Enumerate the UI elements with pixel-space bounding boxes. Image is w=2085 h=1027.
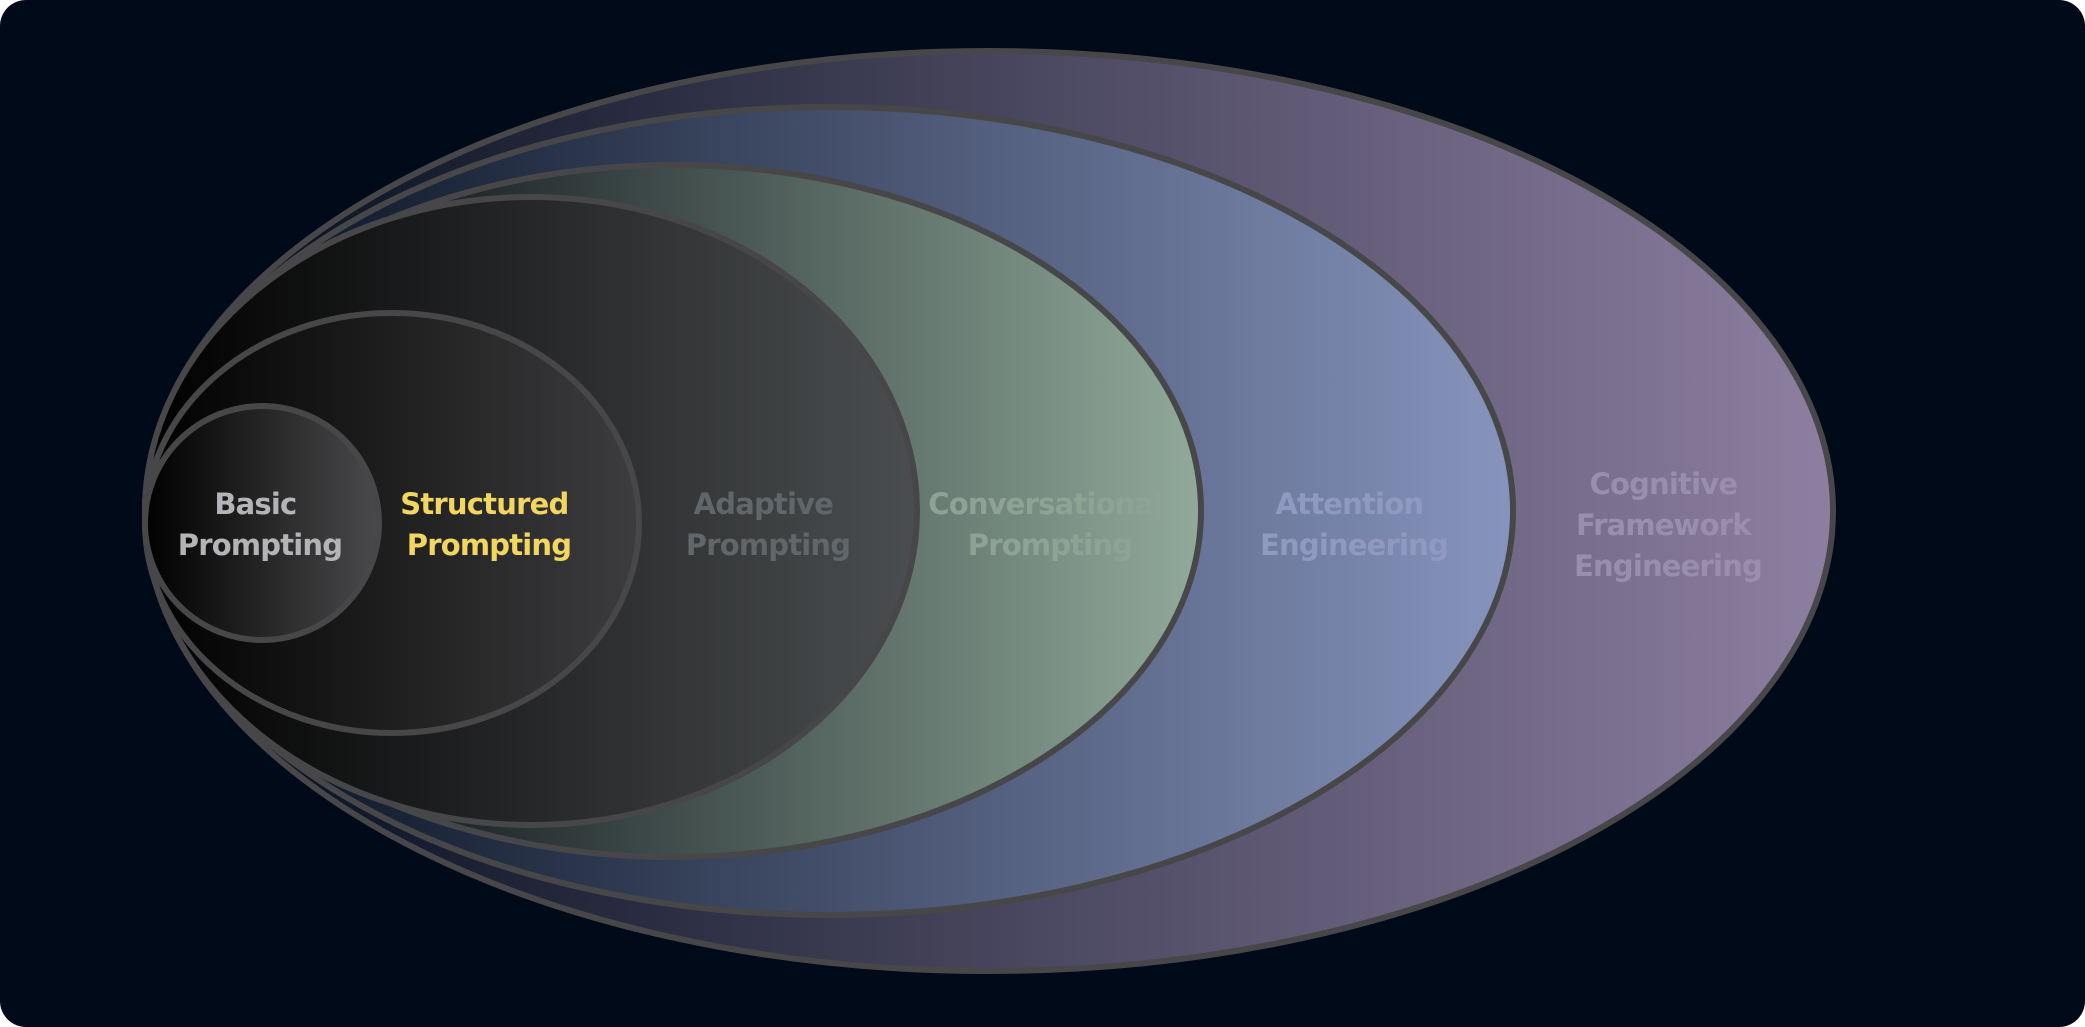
cognitive-framework-engineering-label: Cognitive Framework Engineering (1574, 467, 1762, 583)
basic-prompting-ring (142, 403, 382, 643)
cognitive-label-line-1: Cognitive (1589, 467, 1737, 501)
adaptive-label-line-1: Adaptive (694, 487, 834, 521)
layer-labels: Basic Prompting Structured Prompting Ada… (178, 467, 1763, 583)
basic-label-line-2: Prompting (178, 528, 342, 562)
conversational-label-line-1: Conversational (928, 487, 1162, 521)
structured-label-line-2: Prompting (407, 528, 571, 562)
cognitive-label-line-3: Engineering (1574, 549, 1762, 583)
basic-label-line-1: Basic (214, 487, 296, 521)
basic-prompting-label: Basic Prompting (178, 487, 342, 562)
conversational-prompting-label: Conversational Prompting (928, 487, 1172, 562)
attention-engineering-label: Attention Engineering (1260, 487, 1448, 562)
attention-label-line-1: Attention (1276, 487, 1424, 521)
adaptive-label-line-2: Prompting (686, 528, 850, 562)
structured-prompting-label: Structured Prompting (400, 487, 577, 562)
layer-rings (142, 48, 1836, 974)
conversational-label-line-2: Prompting (968, 528, 1132, 562)
attention-label-line-2: Engineering (1260, 528, 1448, 562)
adaptive-prompting-label: Adaptive Prompting (686, 487, 850, 562)
cognitive-label-line-2: Framework (1576, 508, 1752, 542)
structured-label-line-1: Structured (400, 487, 568, 521)
